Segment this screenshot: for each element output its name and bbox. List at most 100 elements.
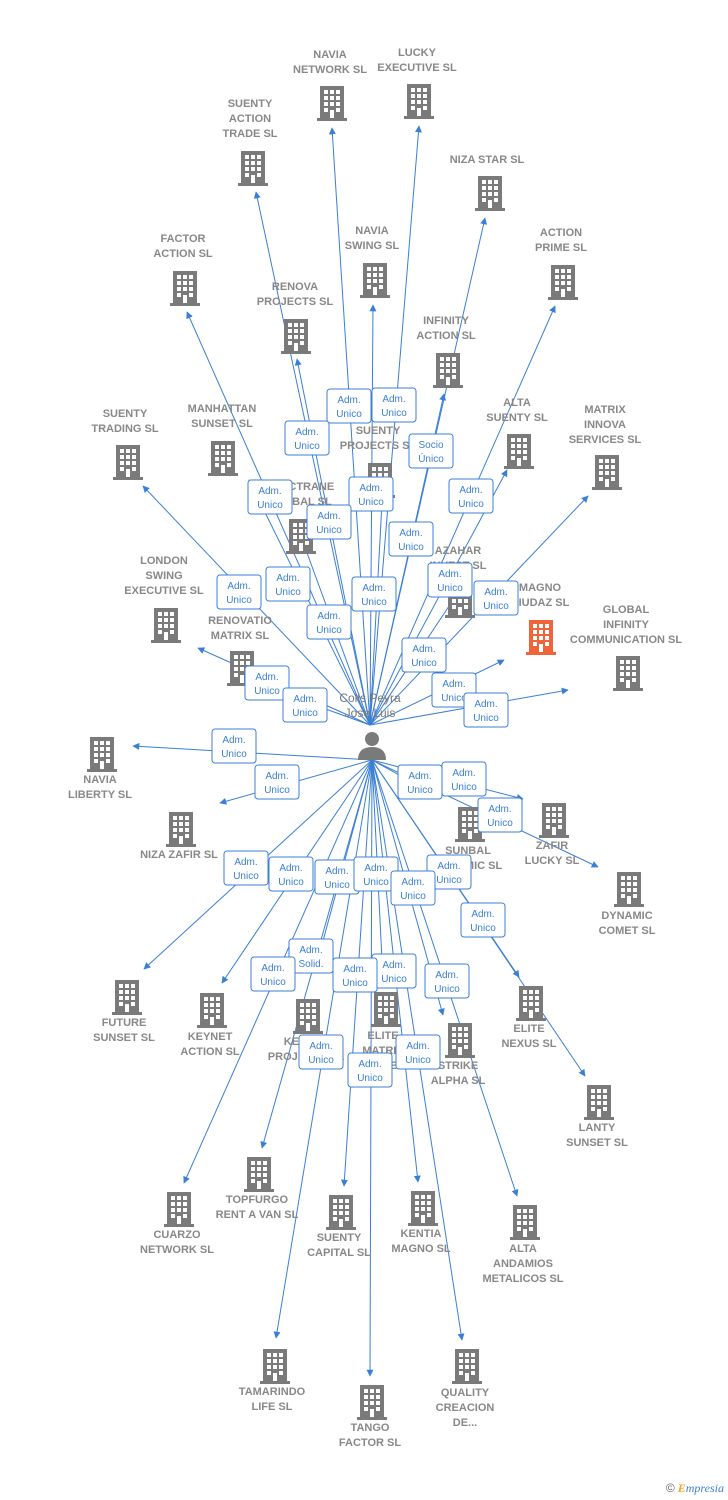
building-icon [452,1349,482,1384]
role-badge-action-prime[interactable]: Adm.Unico [448,478,494,514]
center-person[interactable]: Colls Peyra Jose Luis [339,691,401,760]
company-name-line: LIBERTY SL [68,789,132,801]
role-badge-renovatio-matrix[interactable]: Adm.Unico [282,687,328,723]
role-badge-suenty-action-trade[interactable]: Adm.Unico [284,420,330,456]
role-badge-navia-liberty[interactable]: Adm.Unico [211,728,257,764]
role-badge-london-swing[interactable]: Adm.Unico [244,665,290,701]
role-text: Adm. [337,395,360,406]
role-badge-global-infinity[interactable]: Adm.Unico [463,692,509,728]
company-name-line: ANDAMIOS [493,1258,553,1270]
role-badge-suenty-capital[interactable]: Adm.Unico [332,957,378,993]
role-badge-quality-creacion[interactable]: Adm.Unico [395,1034,441,1070]
role-text: Unico [400,891,426,902]
role-badge-tamarindo-life[interactable]: Adm.Unico [298,1034,344,1070]
building-icon [614,872,644,907]
role-badge-box [223,850,269,886]
role-badge-navia-swing[interactable]: Adm.Unico [348,476,394,512]
role-badge-infinity-action[interactable]: Adm.Unico [388,521,434,557]
role-badge-tractrane-global[interactable]: Adm.Unico [306,604,352,640]
role-badge-future-sunset[interactable]: Adm.Unico [223,850,269,886]
role-badge-dynamic-comet[interactable]: Adm.Unico [477,797,523,833]
role-badge-zafir-lucky[interactable]: Adm.Unico [441,761,487,797]
role-text: Unico [407,785,433,796]
role-text: Adm. [442,679,465,690]
company-node-niza-zafir[interactable]: NIZA ZAFIR SL [140,812,218,861]
company-name-line: TAMARINDO [239,1386,306,1398]
company-name-line: TRADING SL [91,423,159,435]
role-badge-suenty-trading[interactable]: Adm.Unico [216,574,262,610]
company-name-line: COMMUNICATION SL [570,634,683,646]
building-icon [317,86,347,121]
role-badge-navia-network[interactable]: Adm.Unico [326,388,372,424]
company-name-line: LANTY [579,1122,616,1134]
role-badge-topfurgo[interactable]: Adm.Unico [250,956,296,992]
role-badge-matrix-innova[interactable]: Adm.Unico [473,580,519,616]
role-badge-lucky-executive[interactable]: Adm.Unico [371,387,417,423]
company-node-quality-creacion[interactable]: QUALITYCREACIONDE... [436,1349,495,1429]
role-badge-tango-factor[interactable]: Adm.Unico [347,1052,393,1088]
role-badge-keynet-projects[interactable]: Adm.Solid. [288,938,334,974]
role-badge-alta-andamios[interactable]: Adm.Unico [390,870,436,906]
role-badge-keynet-action[interactable]: Adm.Unico [268,856,314,892]
brand-initial: E [677,1481,686,1495]
role-text: Adm. [299,945,322,956]
role-badge-suenty-projects[interactable]: Adm.Unico [351,576,397,612]
role-badge-renova-projects[interactable]: Adm.Unico [306,504,352,540]
building-icon [208,441,238,476]
company-name-line: SUENTY [228,98,273,110]
building-icon [371,992,401,1027]
role-badge-box [441,761,487,797]
role-badge-strike-alpha[interactable]: Adm.Unico [424,963,470,999]
role-badge-elite-matrix[interactable]: Adm.Unico [371,953,417,989]
building-icon [87,737,117,772]
role-badge-manhattan-sunset[interactable]: Adm.Unico [265,566,311,602]
company-name-line: PROJECTS SL [257,296,334,308]
role-badge-niza-zafir[interactable]: Adm.Unico [254,764,300,800]
company-node-niza-star[interactable]: NIZA STAR SL [450,154,525,211]
role-badge-alta-suenty[interactable]: Adm.Unico [427,562,473,598]
role-badge-cuarzo-network[interactable]: Adm.Unico [314,859,360,895]
company-name-line: NETWORK SL [140,1244,214,1256]
company-name-line: LUCKY SL [525,855,580,867]
company-name-line: MAGNO SL [391,1243,451,1255]
role-badge-azahar[interactable]: Adm.Unico [401,637,447,673]
role-badge-sunbal[interactable]: Adm.Unico [397,764,443,800]
role-text: Unico [470,923,496,934]
role-badge-factor-action[interactable]: Adm.Unico [247,479,293,515]
role-badge-elite-nexus[interactable]: Adm.Unico [460,902,506,938]
